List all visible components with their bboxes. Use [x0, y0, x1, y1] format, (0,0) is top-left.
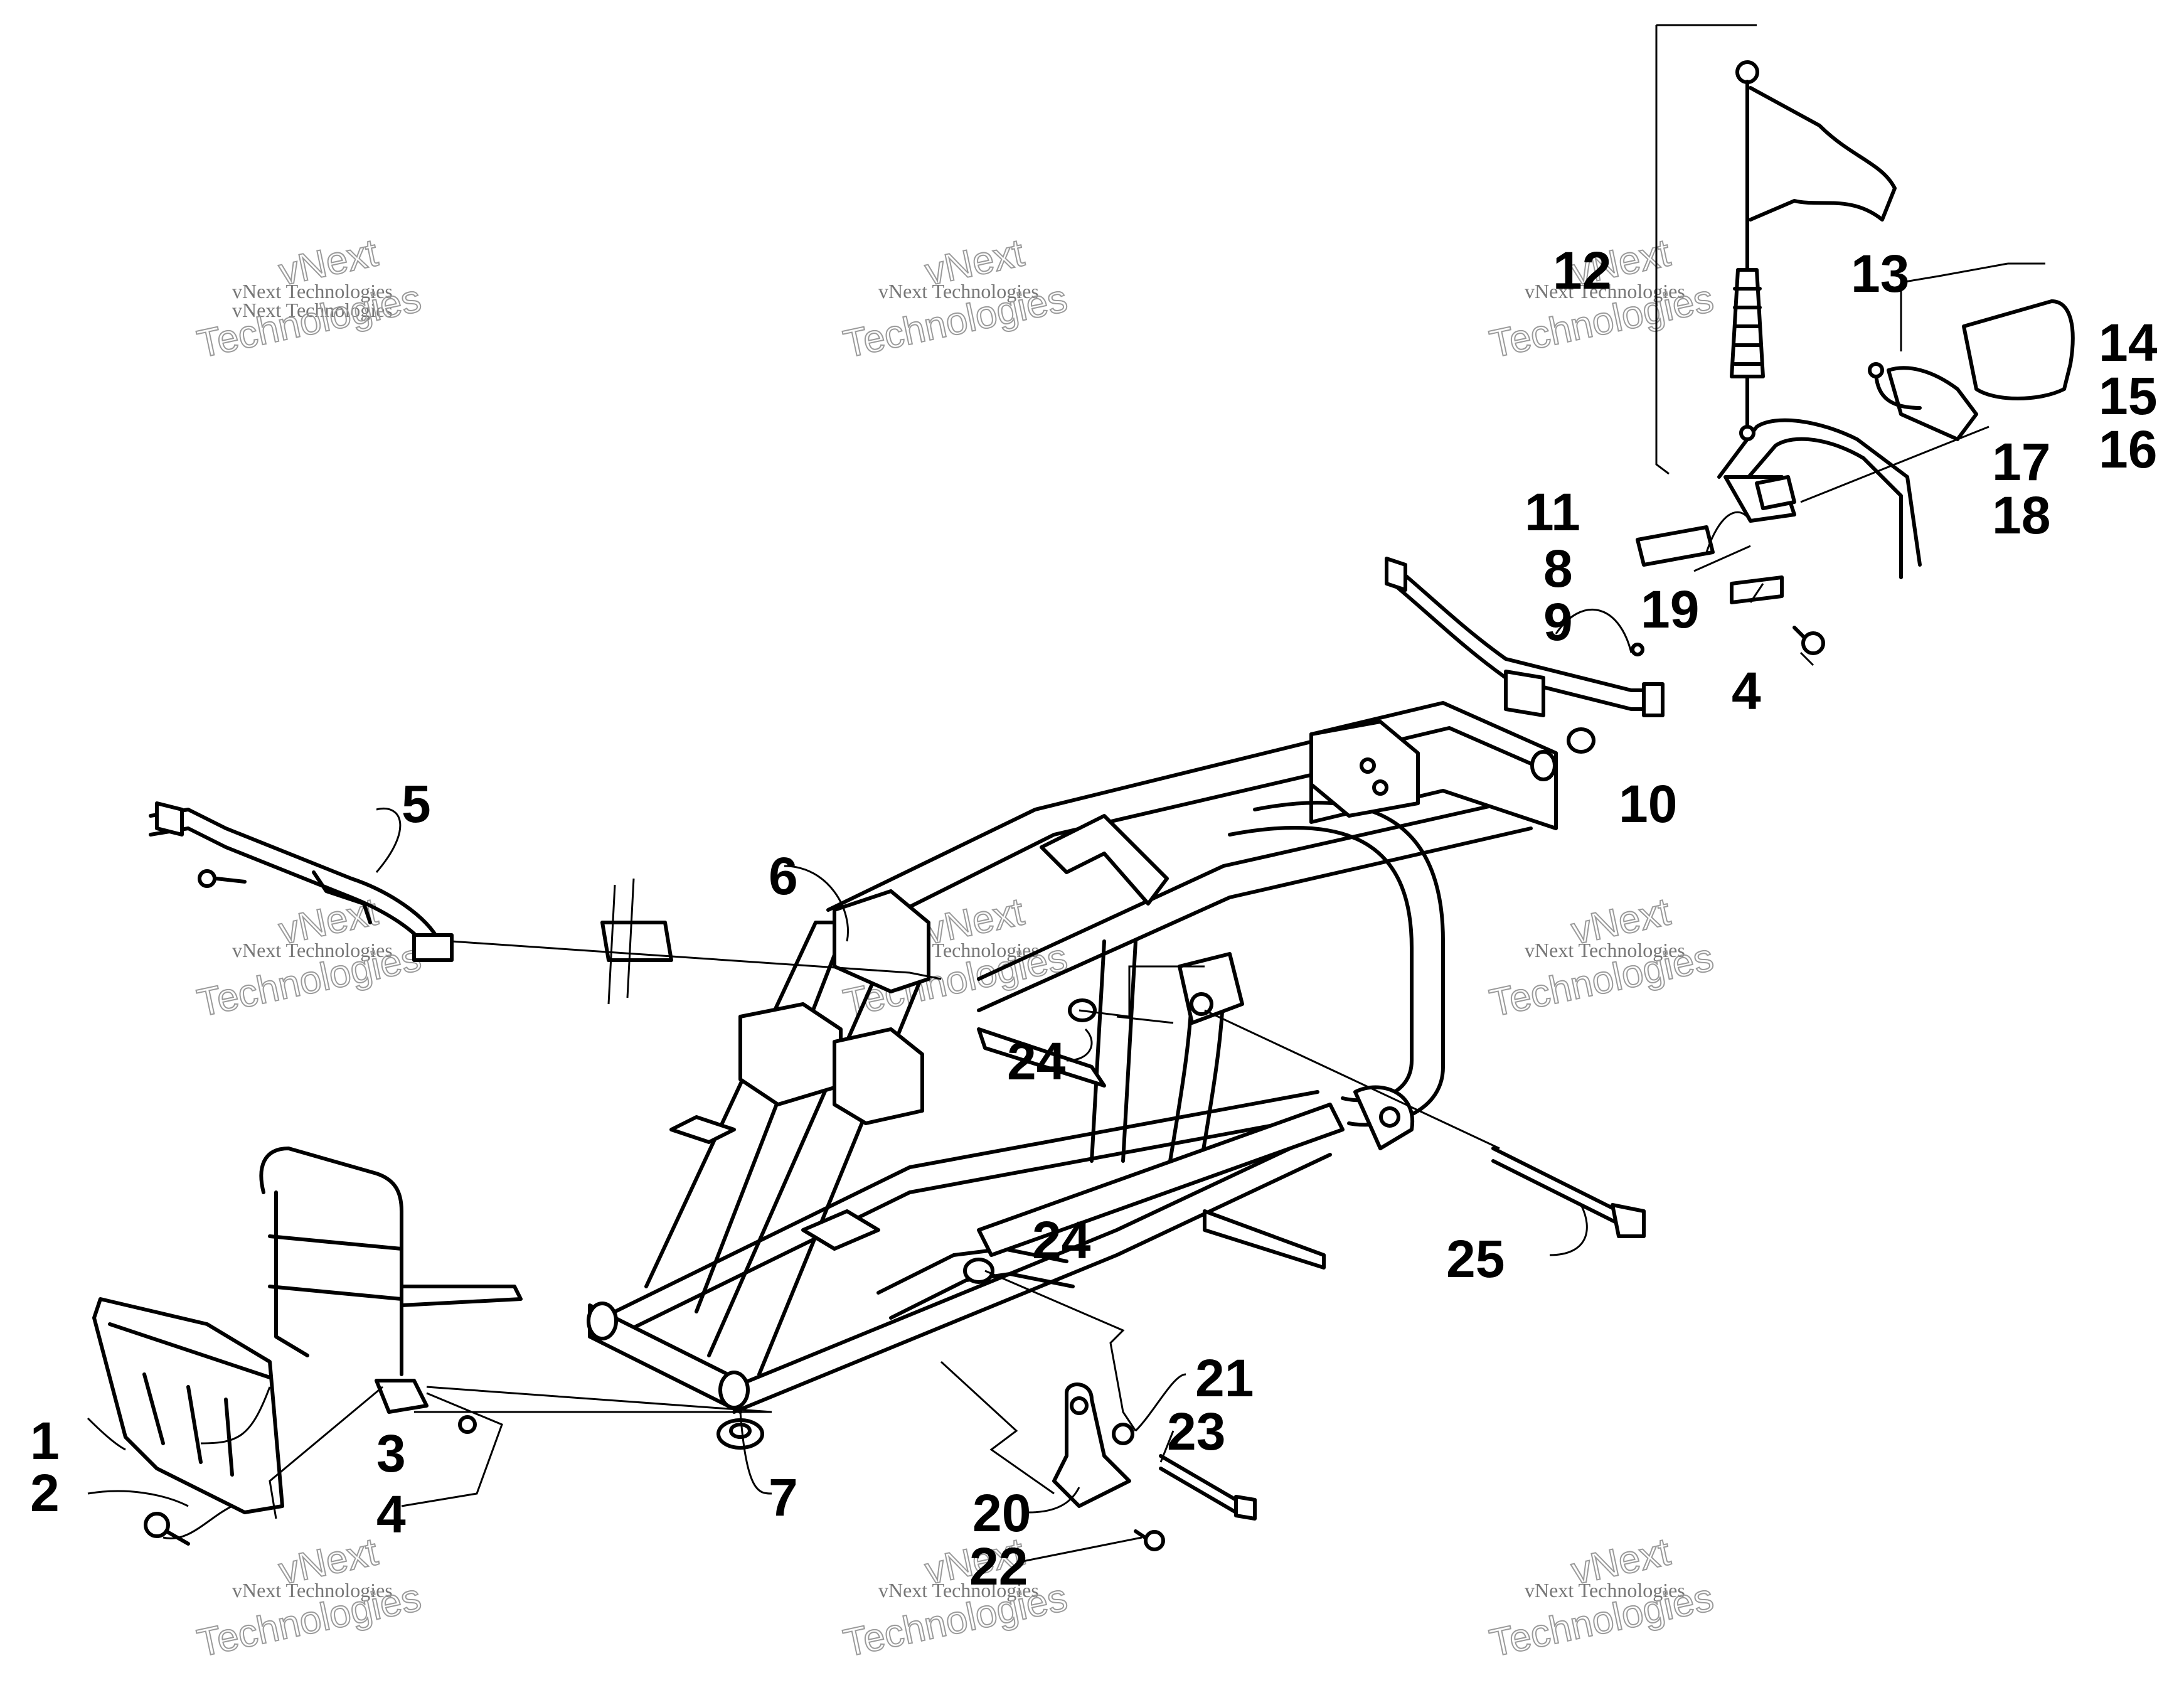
- steering-fitting: [600, 878, 673, 1005]
- bolt-4-upper: [1792, 626, 1825, 655]
- callout-1: 1: [30, 1411, 60, 1470]
- svg-text:vNext Technologies: vNext Technologies: [232, 939, 393, 961]
- callout-2: 2: [30, 1463, 60, 1522]
- bolt-25: [1491, 1147, 1646, 1238]
- bolt-9: [1631, 643, 1644, 656]
- callout-21: 21: [1195, 1349, 1254, 1408]
- callout-24-upper: 24: [1007, 1032, 1066, 1091]
- front-bumper: [259, 1147, 523, 1434]
- watermark-line2b: vNext Technologies: [232, 299, 393, 321]
- callout-24-lower: 24: [1032, 1211, 1091, 1270]
- callout-10: 10: [1619, 774, 1677, 833]
- callout-13: 13: [1851, 244, 1909, 303]
- callout-20: 20: [972, 1484, 1031, 1543]
- main-frame: [587, 701, 1558, 1414]
- callout-16: 16: [2099, 420, 2157, 479]
- bolt-22: [1134, 1529, 1165, 1551]
- callout-15: 15: [2099, 366, 2157, 425]
- callout-25: 25: [1446, 1229, 1505, 1288]
- callout-18: 18: [1992, 486, 2050, 545]
- watermark-line2: vNext Technologies: [232, 280, 393, 302]
- watermark: vNext vNext Technologies Technologies: [193, 889, 425, 1025]
- callout-12: 12: [1553, 241, 1611, 300]
- bushing-24-lower: [963, 1258, 994, 1284]
- leader-lines: [87, 24, 2045, 1564]
- callouts: 1 2 3 4 4 5 6 7 8 9 10 11 12 13 14 15 16…: [30, 241, 2158, 1596]
- rear-bumper: [1636, 418, 1922, 604]
- svg-text:vNext Technologies: vNext Technologies: [1525, 1579, 1685, 1601]
- bolt-23: [1159, 1454, 1257, 1521]
- callout-9: 9: [1543, 592, 1573, 651]
- watermark: vNext vNext Technologies vNext Technolog…: [193, 230, 425, 366]
- bolt-2: [144, 1512, 190, 1546]
- callout-14: 14: [2099, 313, 2158, 372]
- callout-19: 19: [1641, 580, 1699, 639]
- watermark: vNext vNext Technologies Technologies: [839, 1529, 1072, 1666]
- watermark: vNext vNext Technologies Technologies: [193, 1529, 425, 1666]
- svg-text:vNext Technologies: vNext Technologies: [232, 1579, 393, 1601]
- callout-4-lower: 4: [376, 1485, 406, 1544]
- svg-text:vNext Technologies: vNext Technologies: [878, 1579, 1039, 1601]
- front-skid-plate: [92, 1297, 284, 1514]
- callout-11: 11: [1525, 483, 1580, 542]
- callout-3: 3: [376, 1424, 406, 1483]
- watermark: vNext vNext Technologies Technologies: [1486, 889, 1718, 1025]
- rear-rack: [1385, 557, 1665, 717]
- engine-mount-bracket: [1052, 1382, 1131, 1508]
- callout-7: 7: [769, 1468, 798, 1527]
- svg-text:vNext Technologies: vNext Technologies: [878, 280, 1039, 302]
- callout-17: 17: [1992, 432, 2050, 491]
- grommet-7: [716, 1418, 764, 1450]
- watermark: vNext vNext Technologies Technologies: [1486, 1529, 1718, 1666]
- spacer-21: [1112, 1423, 1134, 1445]
- taillight: [1868, 299, 2075, 441]
- callout-6: 6: [769, 847, 798, 906]
- callout-23: 23: [1167, 1402, 1225, 1461]
- front-rack-tube: [149, 801, 454, 962]
- callout-4-upper: 4: [1732, 661, 1761, 720]
- whip-flag: [1730, 60, 1897, 441]
- callout-5: 5: [402, 774, 431, 833]
- svg-text:vNext Technologies: vNext Technologies: [1525, 939, 1685, 961]
- watermark: vNext vNext Technologies Technologies: [839, 230, 1072, 366]
- callout-8: 8: [1543, 539, 1573, 598]
- grommet-10: [1567, 727, 1595, 754]
- svg-text:vNext Technologies: vNext Technologies: [1525, 280, 1685, 302]
- callout-22: 22: [969, 1537, 1028, 1596]
